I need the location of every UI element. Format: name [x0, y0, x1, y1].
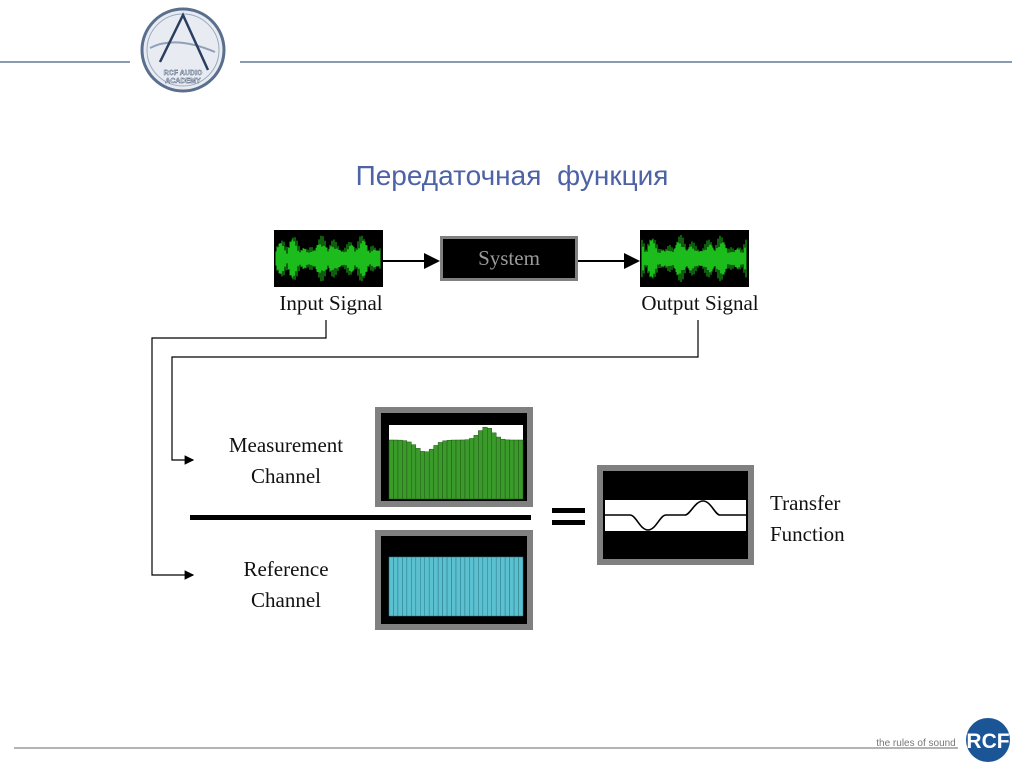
reference-bar: [473, 556, 479, 617]
measurement-bar: [464, 439, 470, 500]
reference-bar: [495, 556, 501, 617]
reference-bar: [460, 556, 466, 617]
measurement-bar: [518, 439, 524, 500]
measurement-bar: [495, 436, 501, 500]
reference-bar: [428, 556, 434, 617]
rcf-logo: RCF: [966, 718, 1010, 762]
output-signal-waveform: [640, 230, 749, 287]
reference-bar: [420, 556, 425, 617]
measurement-bar: [428, 448, 434, 500]
measurement-bar: [469, 438, 475, 500]
measurement-bar: [406, 441, 412, 500]
measurement-bar: [388, 439, 394, 500]
measurement-bar: [442, 440, 448, 500]
reference-bar: [500, 556, 506, 617]
transfer-function-plot: [597, 465, 754, 565]
reference-label-line1: Reference: [243, 557, 329, 581]
system-block: System: [440, 236, 578, 281]
page-title: Передаточная функция: [355, 160, 669, 191]
reference-bar: [437, 556, 443, 617]
transfer-label-line2: Function: [770, 522, 845, 546]
measurement-bar: [504, 439, 510, 500]
reference-bar: [464, 556, 470, 617]
reference-bar: [478, 556, 484, 617]
reference-bar: [446, 556, 452, 617]
reference-bar: [411, 556, 417, 617]
connector-output-to-measurement: [171, 320, 699, 465]
measurement-bar: [455, 439, 461, 500]
reference-bar: [513, 556, 519, 617]
reference-bar: [415, 556, 421, 617]
reference-bar: [442, 556, 448, 617]
measurement-label-line1: Measurement: [228, 433, 344, 457]
reference-bar: [451, 556, 457, 617]
measurement-bar: [393, 439, 399, 500]
academy-logo: RCF AUDIO ACADEMY: [140, 7, 226, 93]
reference-bar: [487, 556, 492, 617]
measurement-bar: [415, 448, 421, 500]
measurement-bar: [482, 426, 488, 500]
measurement-bar: [487, 428, 492, 500]
waveform-trace: [275, 235, 381, 282]
connector-input-to-reference: [151, 320, 327, 580]
output-signal-label: Output Signal: [641, 291, 759, 315]
measurement-bar: [509, 439, 515, 500]
waveform-trace: [641, 234, 747, 283]
reference-bar: [482, 556, 488, 617]
measurement-bar: [460, 439, 466, 500]
reference-bar: [518, 556, 524, 617]
svg-text:RCF: RCF: [966, 730, 1009, 753]
reference-bar: [491, 556, 497, 617]
reference-label-line2: Channel: [251, 588, 321, 612]
measurement-bar: [411, 444, 417, 500]
measurement-bar: [437, 442, 443, 500]
reference-bar: [504, 556, 510, 617]
reference-bar: [397, 556, 403, 617]
header-rule-right: [240, 61, 1012, 63]
reference-bar: [393, 556, 399, 617]
reference-channel-label: Reference Channel: [196, 554, 376, 616]
measurement-label-line2: Channel: [251, 464, 321, 488]
measurement-bar: [491, 432, 497, 500]
reference-bar: [402, 556, 408, 617]
reference-bar: [509, 556, 515, 617]
reference-bar: [469, 556, 475, 617]
measurement-bar: [397, 439, 403, 500]
input-signal-waveform: [274, 230, 383, 287]
measurement-bar: [424, 451, 430, 500]
header-rule-left: [0, 61, 130, 63]
reference-bar: [455, 556, 461, 617]
equals-sign-top: [552, 508, 585, 513]
measurement-bar: [446, 439, 452, 500]
measurement-spectrum: [375, 407, 533, 507]
svg-text:ACADEMY: ACADEMY: [165, 78, 201, 85]
reference-bar: [406, 556, 412, 617]
division-line: [190, 515, 531, 520]
measurement-bar: [478, 430, 484, 500]
measurement-bar: [473, 435, 479, 500]
reference-spectrum: [375, 530, 533, 630]
measurement-bar: [500, 438, 506, 500]
input-signal-label: Input Signal: [279, 291, 383, 315]
measurement-bar: [513, 439, 519, 500]
reference-bar: [433, 556, 439, 617]
equals-sign-bottom: [552, 520, 585, 525]
measurement-bar: [420, 451, 425, 500]
measurement-channel-label: Measurement Channel: [196, 430, 376, 492]
measurement-bar: [451, 439, 457, 500]
reference-bar: [424, 556, 430, 617]
transfer-label-line1: Transfer: [770, 491, 841, 515]
svg-text:RCF AUDIO: RCF AUDIO: [164, 70, 203, 77]
footer-tagline: the rules of sound: [876, 738, 956, 749]
reference-bar: [388, 556, 394, 617]
measurement-bar: [402, 440, 408, 500]
measurement-bar: [433, 445, 439, 500]
transfer-function-label: Transfer Function: [770, 488, 845, 550]
